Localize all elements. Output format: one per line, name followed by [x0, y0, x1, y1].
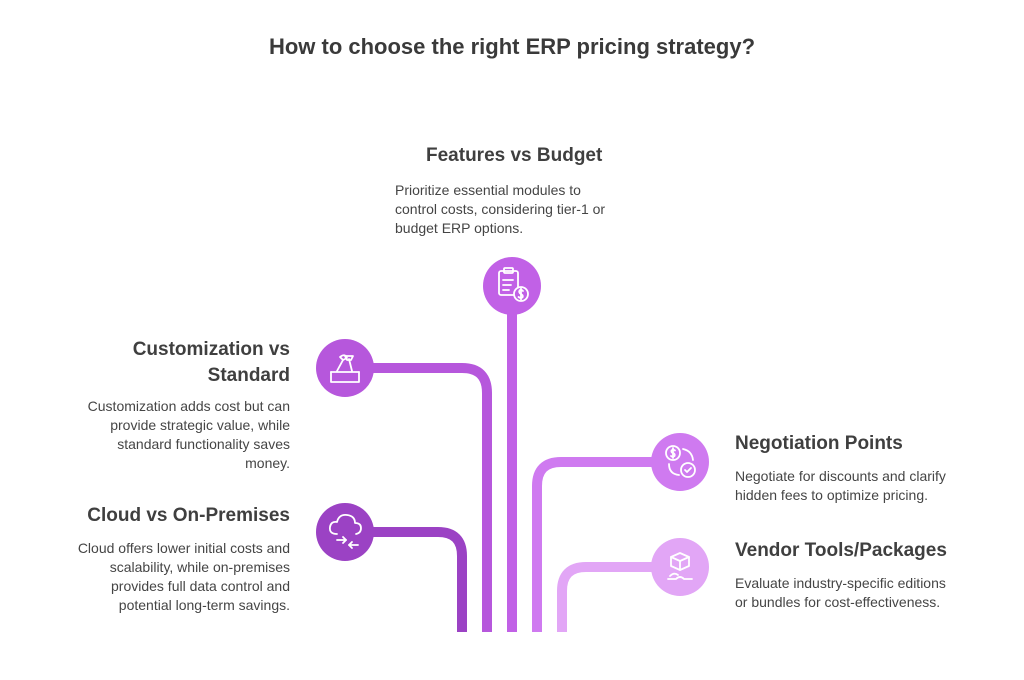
vendor-title: Vendor Tools/Packages — [735, 540, 947, 561]
tools-box-icon — [330, 354, 360, 383]
features-desc-line: control costs, considering tier-1 or — [395, 201, 606, 217]
customization-title-line: Customization vs — [132, 339, 290, 360]
customization-desc-line: standard functionality saves — [117, 436, 290, 452]
cloud-desc-line: scalability, while on-premises — [109, 559, 290, 575]
negotiation-node — [651, 433, 709, 491]
features-desc: Prioritize essential modules to control … — [395, 181, 645, 238]
cloud-desc-line: Cloud offers lower initial costs and — [77, 540, 290, 556]
package-hand-icon — [667, 552, 693, 580]
customization-desc: Customization adds cost but can provide … — [40, 397, 290, 473]
customization-title: Customization vs Standard — [60, 337, 290, 389]
features-title: Features vs Budget — [426, 145, 603, 166]
customization-desc-line: Customization adds cost but can — [87, 398, 290, 414]
connector-negotiation — [532, 457, 652, 632]
cloud-node — [316, 503, 374, 561]
customization-desc-line: provide strategic value, while — [110, 417, 290, 433]
connector-cloud — [370, 527, 467, 632]
cloud-desc: Cloud offers lower initial costs and sca… — [30, 539, 290, 615]
connector-vendor — [557, 562, 652, 632]
vendor-desc-line: or bundles for cost-effectiveness. — [735, 594, 941, 610]
vendor-node — [651, 538, 709, 596]
cloud-arrows-icon — [328, 513, 362, 549]
customization-title-line: Standard — [207, 365, 290, 386]
page-title: How to choose the right ERP pricing stra… — [268, 34, 756, 59]
negotiation-title: Negotiation Points — [735, 433, 903, 454]
features-node — [483, 257, 541, 315]
negotiation-desc-line: Negotiate for discounts and clarify — [735, 468, 946, 484]
customization-desc-line: money. — [245, 455, 290, 471]
connector-customization — [372, 363, 492, 632]
clipboard-dollar-icon — [498, 267, 529, 302]
vendor-desc: Evaluate industry-specific editions or b… — [735, 574, 1005, 612]
vendor-desc-line: Evaluate industry-specific editions — [735, 575, 946, 591]
negotiation-desc-line: hidden fees to optimize pricing. — [735, 487, 928, 503]
cloud-desc-line: provides full data control and — [111, 578, 290, 594]
cloud-desc-line: potential long-term savings. — [118, 597, 290, 613]
cloud-title: Cloud vs On-Premises — [87, 505, 290, 526]
customization-node — [316, 339, 374, 397]
features-desc-line: budget ERP options. — [395, 220, 524, 236]
negotiation-desc: Negotiate for discounts and clarify hidd… — [735, 467, 1005, 505]
dollar-check-icon — [665, 445, 696, 478]
features-desc-line: Prioritize essential modules to — [395, 182, 581, 198]
